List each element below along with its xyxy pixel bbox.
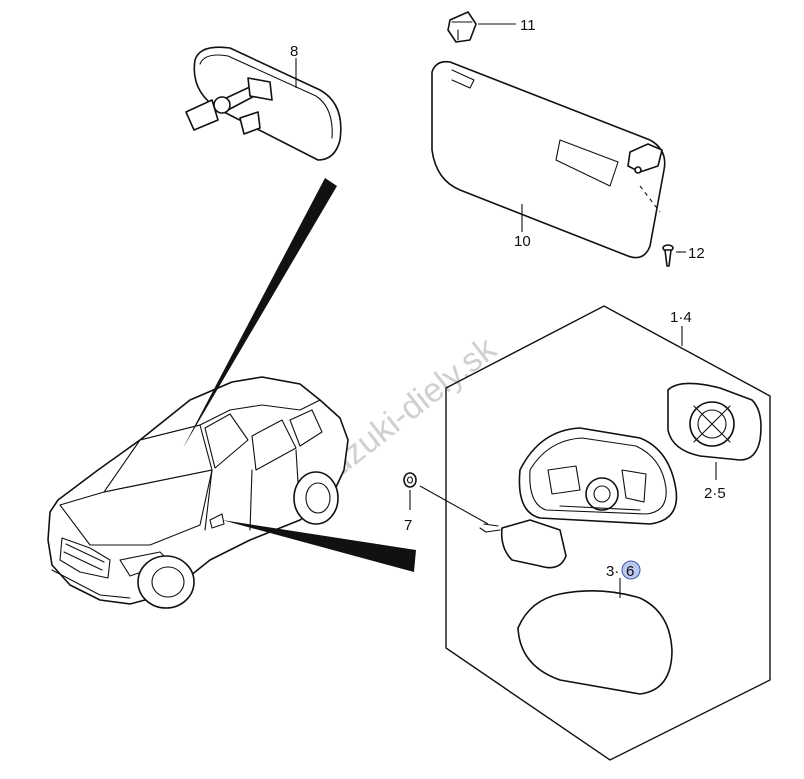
outside-mirror-group-frame — [445, 305, 771, 761]
outside-mirror-assembly — [479, 427, 678, 569]
sun-visor-clip — [447, 11, 477, 43]
callout-1-4: 1·4 — [670, 309, 692, 326]
callout-2-5: 2·5 — [704, 485, 726, 502]
mirror-cover — [517, 590, 673, 695]
callout-8: 8 — [290, 43, 298, 60]
callout-6-highlight[interactable] — [621, 560, 641, 580]
rearview-mirror — [185, 46, 342, 161]
pointer-wedge-mirror — [183, 178, 337, 448]
callout-11: 11 — [520, 17, 536, 34]
pointer-wedge-door-mirror — [222, 520, 416, 572]
nut — [403, 472, 417, 488]
sun-visor — [431, 60, 666, 259]
car-illustration — [47, 376, 349, 609]
callout-3: 3· — [606, 563, 619, 580]
callout-12: 12 — [688, 245, 705, 262]
mirror-glass — [667, 382, 762, 461]
callout-10: 10 — [514, 233, 531, 250]
screw — [662, 244, 674, 267]
callout-6[interactable]: 6 — [626, 563, 634, 580]
callout-7: 7 — [404, 517, 412, 534]
